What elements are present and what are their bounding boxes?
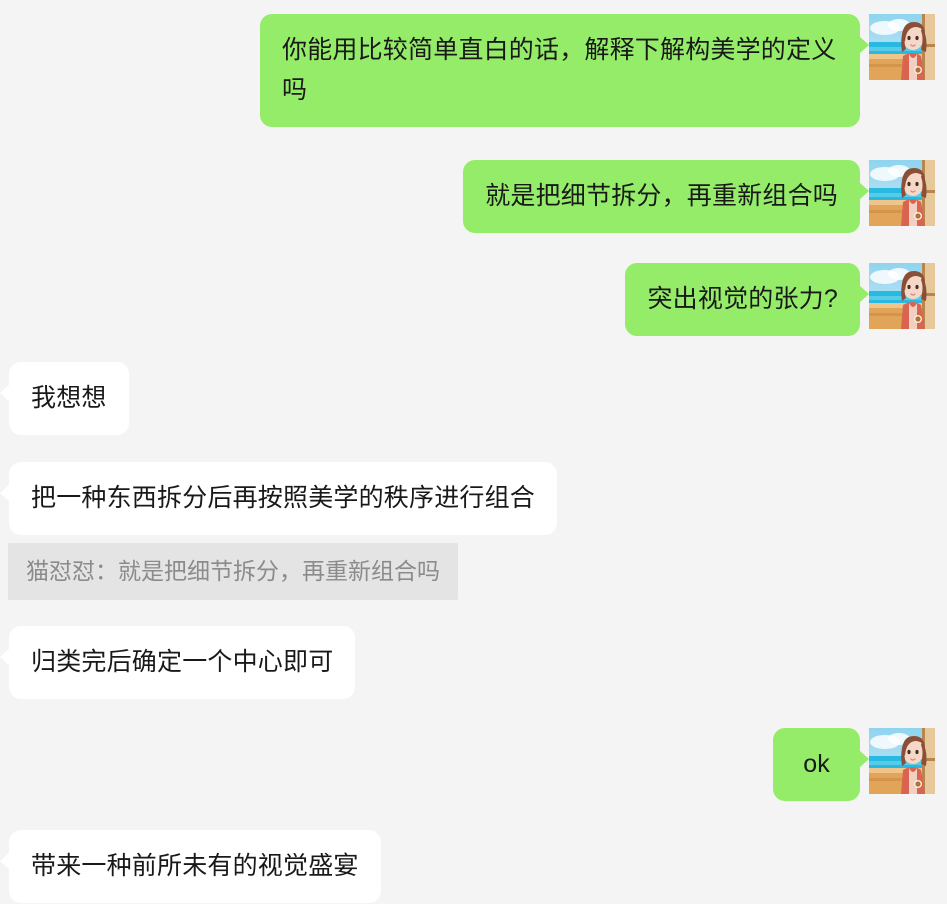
message-bubble-outgoing[interactable]: 你能用比较简单直白的话，解释下解构美学的定义吗 <box>260 14 869 127</box>
message-text: 归类完后确定一个中心即可 <box>31 648 334 676</box>
quoted-message-text: 猫怼怼：就是把细节拆分，再重新组合吗 <box>26 558 440 584</box>
avatar[interactable] <box>869 728 935 794</box>
message-row-outgoing: ok <box>0 728 947 801</box>
avatar[interactable] <box>869 14 935 80</box>
message-row-incoming: 我想想 <box>0 362 129 435</box>
quoted-message-reference[interactable]: 猫怼怼：就是把细节拆分，再重新组合吗 <box>8 543 458 600</box>
message-row-incoming: 把一种东西拆分后再按照美学的秩序进行组合 <box>0 462 558 535</box>
message-row-outgoing: 就是把细节拆分，再重新组合吗 <box>0 160 947 233</box>
message-text: 带来一种前所未有的视觉盛宴 <box>31 852 359 880</box>
message-text: ok <box>803 750 830 778</box>
message-bubble-incoming[interactable]: 归类完后确定一个中心即可 <box>0 626 356 699</box>
message-row-outgoing: 突出视觉的张力? <box>0 263 947 336</box>
avatar[interactable] <box>869 263 935 329</box>
message-bubble-outgoing[interactable]: 突出视觉的张力? <box>625 263 869 336</box>
message-text: 把一种东西拆分后再按照美学的秩序进行组合 <box>31 484 536 512</box>
message-bubble-incoming[interactable]: 把一种东西拆分后再按照美学的秩序进行组合 <box>0 462 558 535</box>
message-text: 突出视觉的张力? <box>647 285 838 313</box>
message-bubble-incoming[interactable]: 我想想 <box>0 362 129 435</box>
message-bubble-outgoing[interactable]: ok <box>773 728 869 801</box>
message-row-incoming: 带来一种前所未有的视觉盛宴 <box>0 830 381 903</box>
message-text: 你能用比较简单直白的话，解释下解构美学的定义吗 <box>282 36 837 104</box>
message-bubble-outgoing[interactable]: 就是把细节拆分，再重新组合吗 <box>463 160 869 233</box>
message-bubble-incoming[interactable]: 带来一种前所未有的视觉盛宴 <box>0 830 381 903</box>
message-row-outgoing: 你能用比较简单直白的话，解释下解构美学的定义吗 <box>0 14 947 127</box>
avatar[interactable] <box>869 160 935 226</box>
message-text: 就是把细节拆分，再重新组合吗 <box>485 182 838 210</box>
message-text: 我想想 <box>31 384 107 412</box>
message-row-incoming: 归类完后确定一个中心即可 <box>0 626 356 699</box>
